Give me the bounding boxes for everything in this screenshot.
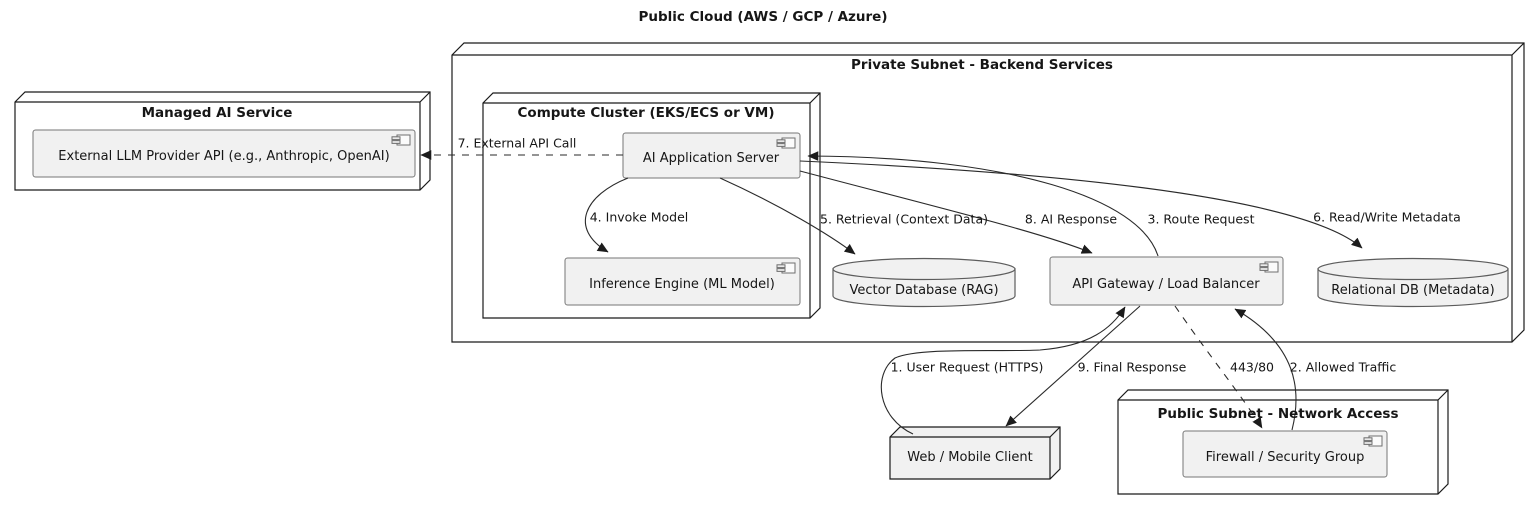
arrow-invoke-model xyxy=(584,177,629,253)
edge-label-final-response: 9. Final Response xyxy=(1077,359,1187,375)
node-title-managed-ai-service: Managed AI Service xyxy=(141,104,293,121)
arrow-allowed-traffic xyxy=(1234,308,1297,431)
arrow-port-443-80 xyxy=(1174,305,1263,429)
label-api-gateway: API Gateway / Load Balancer xyxy=(1072,277,1260,293)
label-web-mobile-client: Web / Mobile Client xyxy=(907,450,1033,466)
node-title-public-subnet: Public Subnet - Network Access xyxy=(1157,405,1399,422)
component-icon xyxy=(776,262,796,274)
component-icon xyxy=(1363,435,1383,447)
arrow-ai-response xyxy=(799,170,1093,254)
component-firewall xyxy=(1182,430,1388,478)
edge-label-ai-response: 8. AI Response xyxy=(1024,211,1118,227)
edge-label-invoke-model: 4. Invoke Model xyxy=(589,209,689,225)
arrow-read-write-metadata xyxy=(799,160,1363,249)
label-vector-db: Vector Database (RAG) xyxy=(849,283,999,299)
arrow-route-request xyxy=(807,151,1159,257)
database-relational-db xyxy=(1317,257,1509,308)
edge-label-read-write-metadata: 6. Read/Write Metadata xyxy=(1313,209,1461,225)
label-firewall: Firewall / Security Group xyxy=(1205,450,1365,466)
arrow-retrieval xyxy=(719,177,856,255)
edge-label-route-request: 3. Route Request xyxy=(1147,211,1255,227)
edge-label-external-api-call: 7. External API Call xyxy=(457,135,577,151)
label-external-llm-api: External LLM Provider API (e.g., Anthrop… xyxy=(58,149,390,165)
label-ai-application-server: AI Application Server xyxy=(642,151,780,167)
node-title-compute-cluster: Compute Cluster (EKS/ECS or VM) xyxy=(517,104,775,121)
label-relational-db: Relational DB (Metadata) xyxy=(1331,283,1495,299)
node-title-private-subnet: Private Subnet - Backend Services xyxy=(851,56,1113,73)
component-external-llm-api xyxy=(32,129,416,178)
arrow-user-request xyxy=(880,306,1126,435)
component-icon xyxy=(776,137,796,149)
edge-label-user-request: 1. User Request (HTTPS) xyxy=(890,359,1044,375)
label-inference-engine: Inference Engine (ML Model) xyxy=(589,277,775,293)
component-inference-engine xyxy=(564,257,801,306)
component-icon xyxy=(391,134,411,146)
arrow-final-response xyxy=(1005,305,1141,427)
edge-label-allowed-traffic: 2. Allowed Traffic xyxy=(1289,359,1397,375)
component-api-gateway xyxy=(1049,256,1284,306)
diagram-title: Public Cloud (AWS / GCP / Azure) xyxy=(638,8,888,25)
database-vector-db xyxy=(832,257,1016,308)
component-icon xyxy=(1259,261,1279,273)
edge-label-retrieval: 5. Retrieval (Context Data) xyxy=(820,211,988,227)
node-web-mobile-client xyxy=(889,426,1061,480)
edge-label-port: 443/80 xyxy=(1230,359,1274,375)
